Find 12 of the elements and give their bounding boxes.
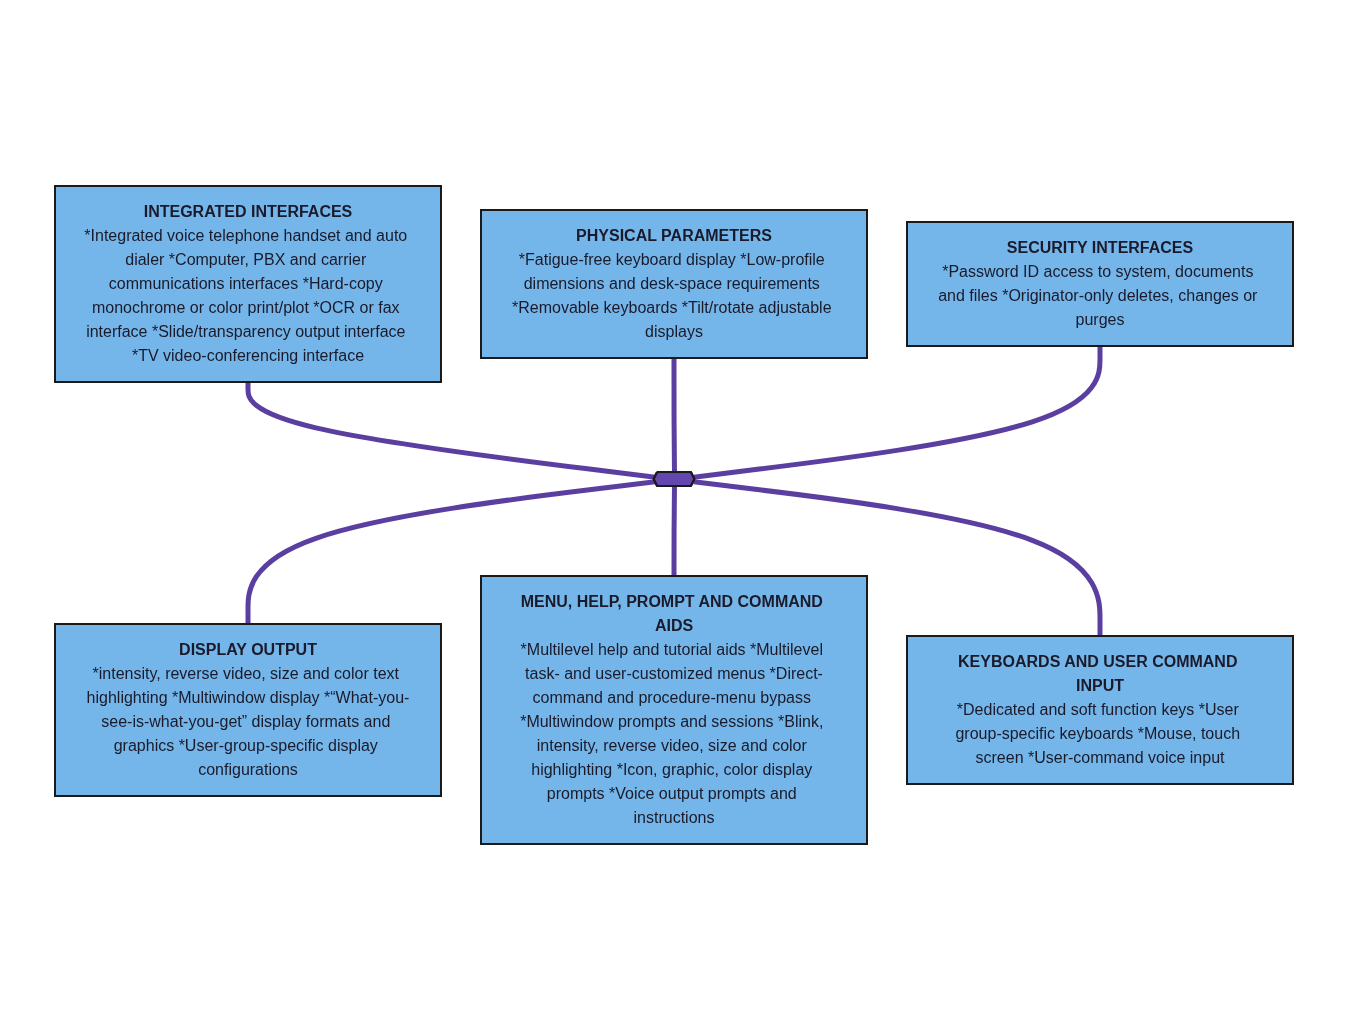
node-box: DISPLAY OUTPUT *intensity, reverse video, size and color text highlighting *Multiwindow display *“What-you-see-is-what-you-get” display formats and graphics *User-group-specific display configurations — [53, 623, 442, 797]
connector — [245, 382, 656, 480]
connector — [692, 346, 1102, 480]
connector — [671, 486, 677, 576]
connector — [692, 479, 1102, 636]
node-box: PHYSICAL PARAMETERS *Fatigue-free keyboard display *Low-profile dimensions and desk-space requirements *Removable keyboards *Tilt/rotate adjustable displays — [479, 209, 868, 359]
connector — [245, 479, 656, 624]
connector — [671, 358, 677, 473]
node-box: SECURITY INTERFACES *Password ID access to system, documents and files *Originator-only deletes, changes or purges — [905, 221, 1294, 347]
node-box: INTEGRATED INTERFACES *Integrated voice telephone handset and auto dialer *Computer, PBX and carrier communications interfaces *Hard-copy monochrome or color print/plot *OCR or fax interface *Slide/transparency output interface *TV video-conferencing interface — [53, 185, 442, 383]
node-box: MENU, HELP, PROMPT AND COMMAND AIDS *Multilevel help and tutorial aids *Multilevel task- and user-customized menus *Direct-command and procedure-menu bypass *Multiwindow prompts and sessions *Blink, intensity, reverse video, size and color highlighting *Icon, graphic, color display prompts *Voice output prompts and instructions — [479, 575, 868, 845]
node-box: KEYBOARDS AND USER COMMAND INPUT *Dedicated and soft function keys *User group-specific keyboards *Mouse, touch screen *User-command voice input — [905, 635, 1294, 785]
